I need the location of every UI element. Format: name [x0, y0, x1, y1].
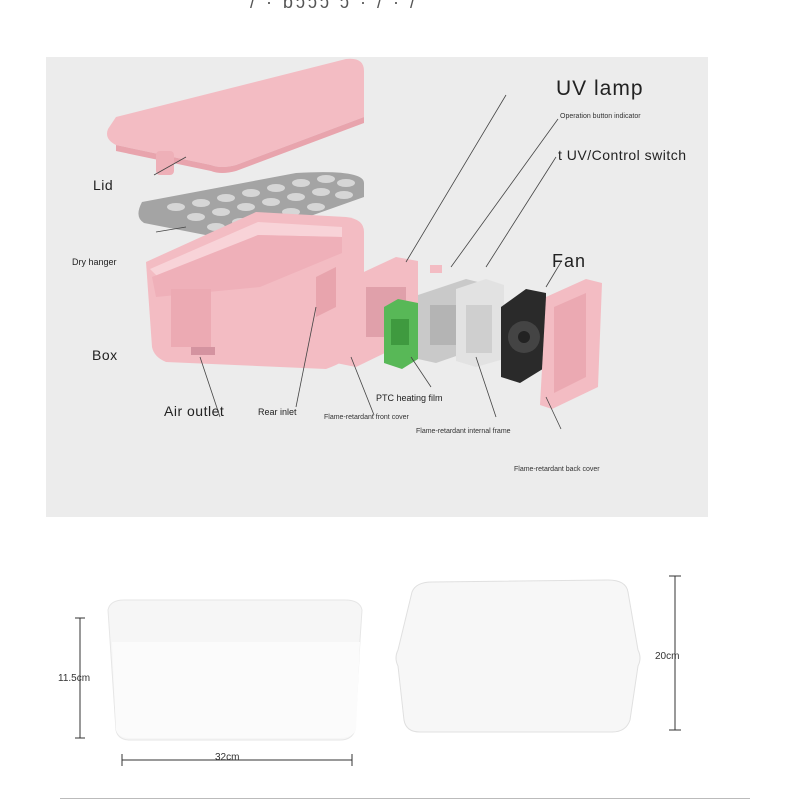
bottom-divider: [60, 798, 750, 799]
front-view-box: [107, 599, 363, 741]
indicator-part: [430, 265, 442, 273]
label-front-cover: Flame-retardant front cover: [324, 414, 409, 421]
length-dimension-line: [121, 754, 353, 766]
height-dimension-label: 11.5cm: [58, 673, 91, 684]
dry-hanger-part: [138, 172, 364, 246]
dimension-views: [75, 575, 681, 766]
internal-frame-part: [418, 279, 504, 367]
height-dimension-line: [75, 617, 85, 739]
exploded-view-panel: UV lamp Operation button indicator t UV/…: [46, 57, 708, 517]
label-internal-frame: Flame-retardant internal frame: [416, 428, 511, 435]
length-dimension-label: 32cm: [215, 752, 240, 763]
label-operation-indicator: Operation button indicator: [560, 113, 641, 120]
box-part: [146, 212, 364, 369]
label-box: Box: [92, 347, 118, 363]
lid-part: [107, 58, 364, 175]
label-ptc-heating-film: PTC heating film: [376, 393, 443, 403]
clipped-header-text: / · ɒɔɔɔ ɔ · / · /: [250, 0, 419, 12]
label-lid: Lid: [93, 177, 114, 193]
top-view-box: [395, 579, 641, 733]
label-rear-inlet: Rear inlet: [258, 407, 297, 417]
width-dimension-line: [669, 575, 681, 731]
exploded-view-illustration: [107, 58, 602, 430]
ptc-board-part: [384, 299, 418, 369]
back-cover-part: [540, 279, 602, 409]
label-fan: Fan: [552, 251, 587, 271]
fan-part: [501, 289, 546, 383]
label-air-outlet: Air outlet: [164, 403, 225, 419]
label-uv-lamp: UV lamp: [556, 77, 644, 100]
label-dry-hanger: Dry hanger: [72, 257, 117, 267]
label-back-cover: Flame-retardant back cover: [514, 466, 600, 473]
label-uv-control-switch: t UV/Control switch: [558, 147, 687, 163]
width-dimension-label: 20cm: [655, 651, 680, 662]
